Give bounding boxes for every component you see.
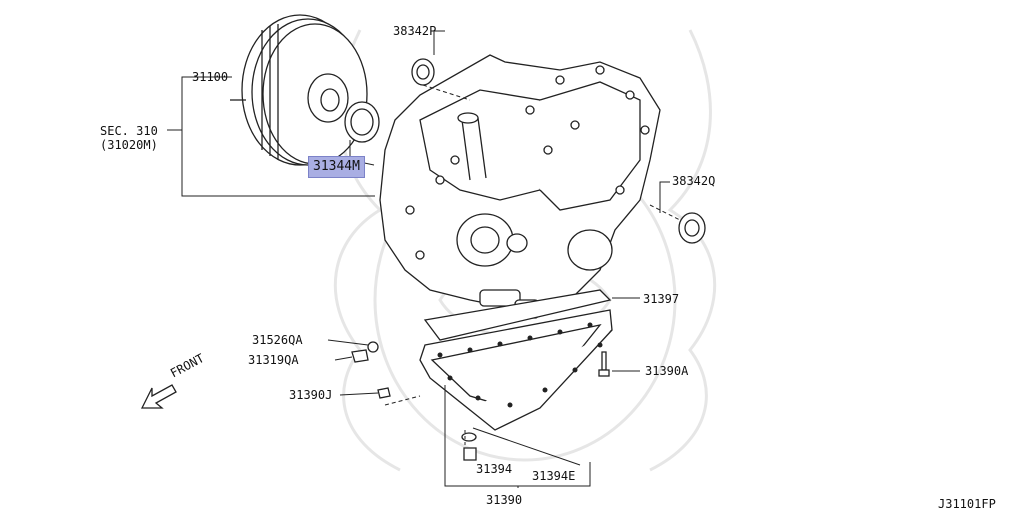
label-31344m-highlighted[interactable]: 31344M bbox=[308, 156, 365, 178]
oil-pan-drawing bbox=[419, 289, 613, 431]
label-38342p: 38342P bbox=[393, 24, 437, 38]
label-31394e: 31394E bbox=[532, 469, 576, 483]
gasket-31397-drawing bbox=[423, 289, 612, 341]
label-38342q: 38342Q bbox=[672, 174, 716, 188]
label-31390a: 31390A bbox=[645, 364, 689, 378]
label-31390: 31390 bbox=[486, 493, 523, 507]
clip-31390j-drawing bbox=[377, 387, 391, 399]
drain-plug-31394-drawing bbox=[463, 447, 477, 461]
label-31390j: 31390J bbox=[289, 388, 333, 402]
transmission-case-drawing bbox=[379, 54, 661, 319]
washer-31394e-drawing bbox=[461, 432, 477, 442]
seal-drawings bbox=[344, 58, 706, 244]
front-arrow-icon bbox=[140, 384, 177, 409]
bolt-31319qa-drawing bbox=[351, 349, 369, 363]
label-31394: 31394 bbox=[476, 462, 513, 476]
label-31020m: (31020M) bbox=[100, 138, 158, 152]
label-31319qa: 31319QA bbox=[248, 353, 299, 367]
fastener-drawings bbox=[351, 341, 610, 461]
plug-31526qa-drawing bbox=[367, 341, 379, 353]
leader-lines bbox=[167, 30, 681, 488]
diagram-id: J31101FP bbox=[938, 497, 996, 511]
label-sec-310: SEC. 310 bbox=[100, 124, 158, 138]
label-31526qa: 31526QA bbox=[252, 333, 303, 347]
torque-converter-drawing bbox=[230, 14, 368, 166]
label-31100: 31100 bbox=[192, 70, 229, 84]
label-31397: 31397 bbox=[643, 292, 680, 306]
bolt-31390a-drawing bbox=[601, 351, 607, 371]
